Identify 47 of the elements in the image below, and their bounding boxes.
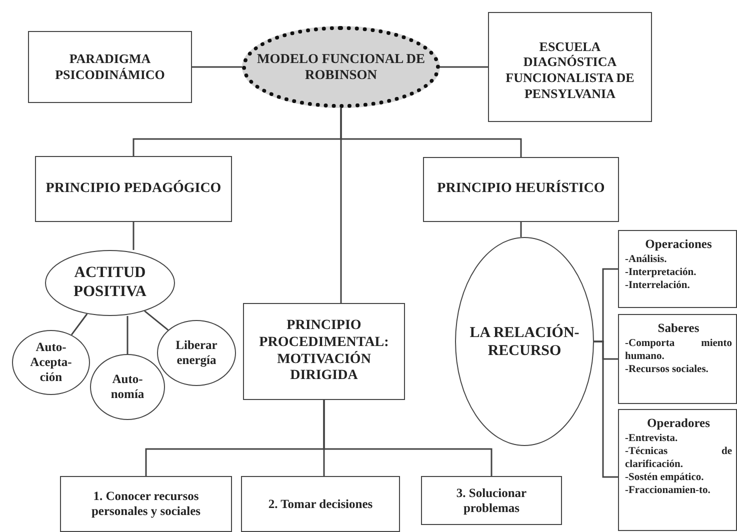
connector-line — [323, 400, 492, 476]
list-item: -Análisis. — [625, 253, 668, 266]
list-item: -Comporta miento humano. — [625, 337, 732, 363]
node-label: PRINCIPIO PEDAGÓGICO — [46, 180, 222, 198]
text-box — [35, 156, 232, 222]
text-box — [421, 476, 562, 525]
node-label: LA RELACIÓN-RECURSO — [468, 324, 580, 360]
node-label: PRINCIPIO HEURÍSTICO — [437, 181, 605, 198]
text-box — [28, 31, 192, 103]
connector-line — [192, 66, 242, 68]
connector-line — [440, 66, 488, 68]
node-label: ESCUELA DIAGNÓSTICA FUNCIONALISTA DE PENSYLVANIA — [504, 38, 636, 102]
node-label: Auto-Acepta-ción — [29, 340, 73, 385]
list-box — [618, 314, 737, 404]
node-label: PARADIGMA PSICODINÁMICO — [54, 51, 166, 83]
list-item: -Entrevista. — [625, 432, 679, 445]
list-item: -Recursos sociales. — [625, 363, 710, 376]
list-box — [618, 230, 737, 308]
node-label: PRINCIPIO PROCEDIMENTAL: MOTIVACIÓN DIRIGIDA — [258, 318, 390, 386]
connector-line — [144, 310, 169, 331]
list-heading: Operadores — [646, 416, 711, 431]
list-heading: Saberes — [656, 321, 700, 336]
list-item: -Fraccionamien-to. — [625, 484, 712, 497]
text-box — [60, 476, 232, 532]
node-label: Liberar energía — [174, 338, 218, 368]
connector-line — [126, 316, 128, 354]
text-box — [241, 476, 400, 532]
node-label: 1. Conocer recursos personales y sociales — [90, 489, 202, 519]
connector-line — [340, 108, 342, 303]
list-item: -Interrelación. — [625, 279, 691, 292]
node-label: Auto-nomía — [110, 372, 146, 402]
connector-line — [70, 313, 88, 336]
node-label: 2. Tomar decisiones — [268, 496, 373, 512]
node-label: MODELO FUNCIONAL DE ROBINSON — [256, 50, 426, 84]
list-item: -Sostén empático. — [625, 471, 705, 484]
node-label: 3. Solucionar problemas — [455, 486, 528, 516]
text-box — [423, 157, 619, 222]
connector-line — [132, 222, 134, 250]
list-item: -Interpretación. — [625, 266, 698, 279]
node-label: ACTITUD POSITIVA — [72, 264, 148, 302]
list-heading: Operaciones — [644, 237, 713, 252]
list-item: -Técnicas de clarificación. — [625, 445, 732, 471]
text-box — [488, 12, 652, 122]
list-box — [618, 409, 737, 531]
connector-line — [594, 340, 618, 478]
connector-line — [520, 222, 522, 237]
text-box — [243, 303, 405, 400]
